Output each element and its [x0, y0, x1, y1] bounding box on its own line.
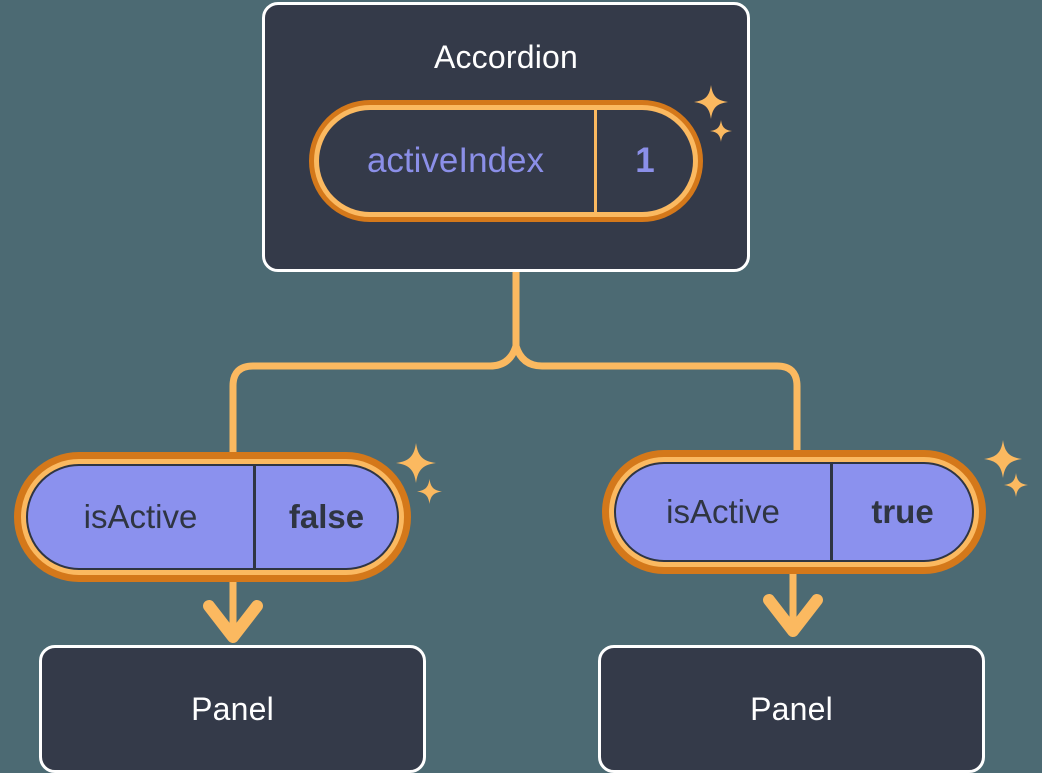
component-title-panel-right: Panel	[750, 691, 833, 727]
sparkle-four-point-icon	[396, 443, 436, 483]
state-pill-isactive-true[interactable]: isActive true	[602, 450, 986, 574]
state-pill-inner: isActive false	[26, 464, 399, 570]
sparkle-four-point-small-icon	[1004, 473, 1028, 497]
component-card-panel-right[interactable]: Panel	[598, 645, 985, 773]
state-value-isactive-left: false	[288, 498, 365, 535]
component-title-panel-left: Panel	[191, 691, 274, 727]
component-card-panel-left[interactable]: Panel	[39, 645, 426, 773]
state-pill-activeindex[interactable]: activeIndex 1	[309, 100, 703, 222]
state-key-isactive-left: isActive	[28, 466, 256, 568]
state-key-activeindex: activeIndex	[319, 110, 597, 212]
arrow-down-icon-right	[763, 594, 823, 637]
state-value-activeindex: 1	[635, 141, 655, 180]
sparkle-four-point-icon	[984, 440, 1022, 478]
state-pill-isactive-false[interactable]: isActive false	[14, 452, 411, 582]
state-pill-inner: isActive true	[614, 462, 974, 562]
component-title-accordion: Accordion	[433, 39, 579, 75]
sparkle-four-point-small-icon	[417, 479, 442, 504]
state-pill-inner: activeIndex 1	[319, 110, 693, 212]
state-value-isactive-right: true	[871, 493, 934, 530]
connector-branch-right	[512, 342, 801, 456]
state-key-isactive-right: isActive	[616, 464, 833, 560]
arrow-down-icon-left	[203, 600, 263, 643]
connector-branch-left	[229, 342, 520, 456]
